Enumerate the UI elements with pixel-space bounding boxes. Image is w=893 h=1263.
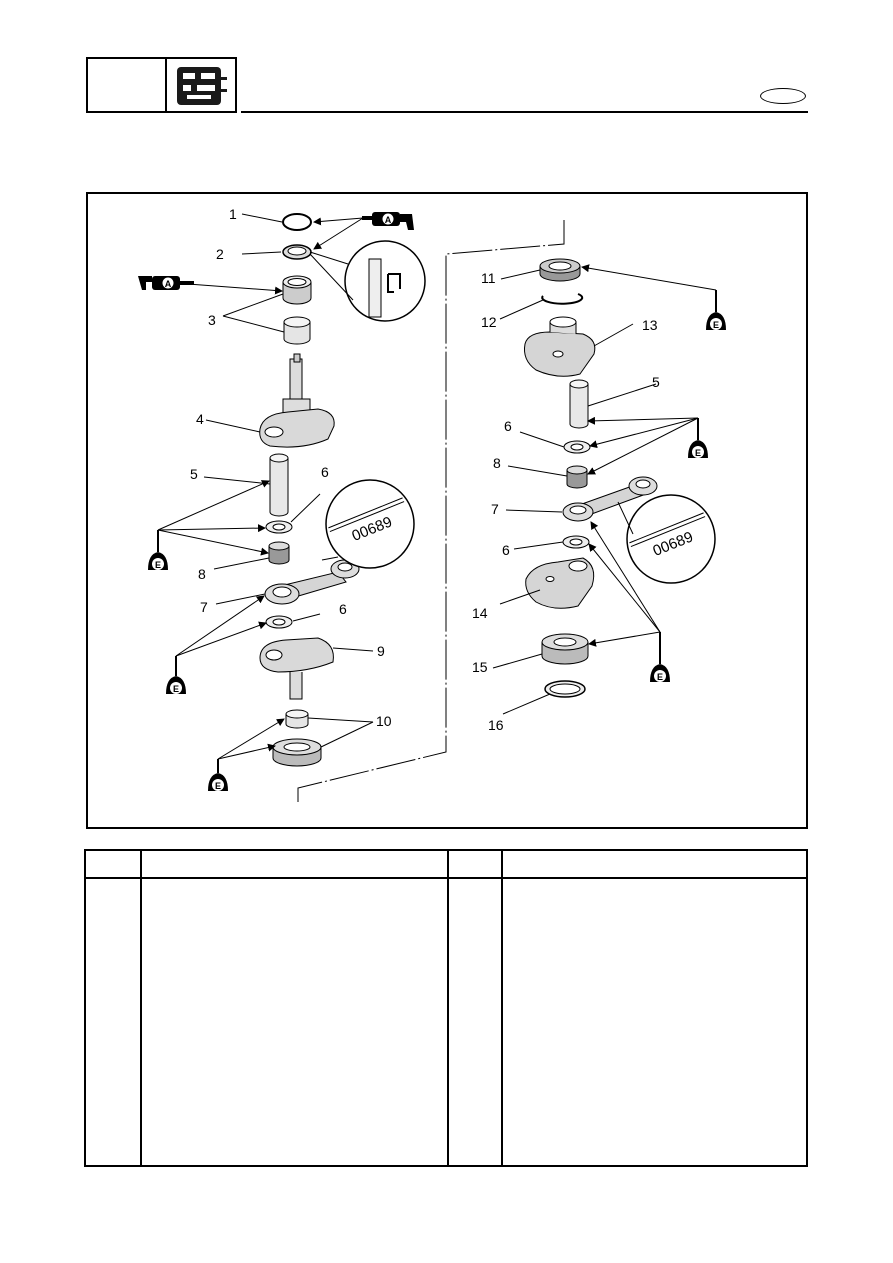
lubricant-e-bottle-4: E: [706, 290, 726, 330]
lubricant-a-label-top: A: [385, 215, 392, 225]
callout-7-right: 7: [491, 501, 499, 517]
svg-text:E: E: [713, 320, 719, 330]
o-ring-part: [282, 213, 312, 231]
callout-9: 9: [377, 643, 385, 659]
callout-labels: 1 2 3 4 5 6 8 7 6 9 10 11 12 13 5 6 8 7 …: [190, 206, 660, 733]
callout-5-right: 5: [652, 374, 660, 390]
callout-16: 16: [488, 717, 504, 733]
callout-3: 3: [208, 312, 216, 328]
chapter-icon-box: [165, 57, 237, 113]
svg-text:E: E: [173, 684, 179, 694]
callout-15: 15: [472, 659, 488, 675]
callout-4: 4: [196, 411, 204, 427]
lubricant-e-bottle-1: E: [148, 530, 168, 570]
parts-table-header: [86, 851, 806, 879]
language-badge: [760, 88, 806, 104]
callout-6-left-bottom: 6: [339, 601, 347, 617]
lubricant-a-label-left: A: [165, 279, 172, 289]
chapter-number-box: [86, 57, 165, 113]
lubricant-a-gun-left: A: [138, 276, 194, 290]
svg-text:E: E: [155, 560, 161, 570]
callout-6-right-bottom: 6: [502, 542, 510, 558]
parts-table: [84, 849, 808, 1167]
exploded-view-figure: 00689 00689: [86, 192, 808, 829]
lubricant-e-bottle-5: E: [688, 418, 708, 458]
callout-12: 12: [481, 314, 497, 330]
crankshaft-assembly-icon: [177, 67, 227, 105]
lubricant-e-bottle-2: E: [166, 656, 186, 694]
callout-6-right-top: 6: [504, 418, 512, 434]
svg-text:E: E: [695, 448, 701, 458]
parts-table-col-divider-2: [447, 851, 449, 1165]
header-rule: [241, 111, 808, 113]
callout-11: 11: [481, 270, 496, 286]
callout-2: 2: [216, 246, 224, 262]
assembly-centerline: [297, 220, 565, 802]
parts-table-col-divider-1: [140, 851, 142, 1165]
svg-text:E: E: [657, 672, 663, 682]
callout-1: 1: [229, 206, 237, 222]
callout-7-left: 7: [200, 599, 208, 615]
svg-text:E: E: [215, 781, 221, 791]
detail-bubble-seal: [344, 240, 426, 322]
callout-8-right: 8: [493, 455, 501, 471]
callout-10: 10: [376, 713, 392, 729]
exploded-diagram: 00689 00689: [138, 206, 726, 802]
callout-13: 13: [642, 317, 658, 333]
parts-table-col-divider-3: [501, 851, 503, 1165]
callout-8-left: 8: [198, 566, 206, 582]
callout-5-left: 5: [190, 466, 198, 482]
lubricant-e-bottle-3: E: [208, 759, 228, 791]
callout-6-left-top: 6: [321, 464, 329, 480]
callout-14: 14: [472, 605, 488, 621]
lubricant-e-bottle-6: E: [650, 632, 670, 682]
lubricant-a-gun-top: A: [362, 212, 414, 230]
